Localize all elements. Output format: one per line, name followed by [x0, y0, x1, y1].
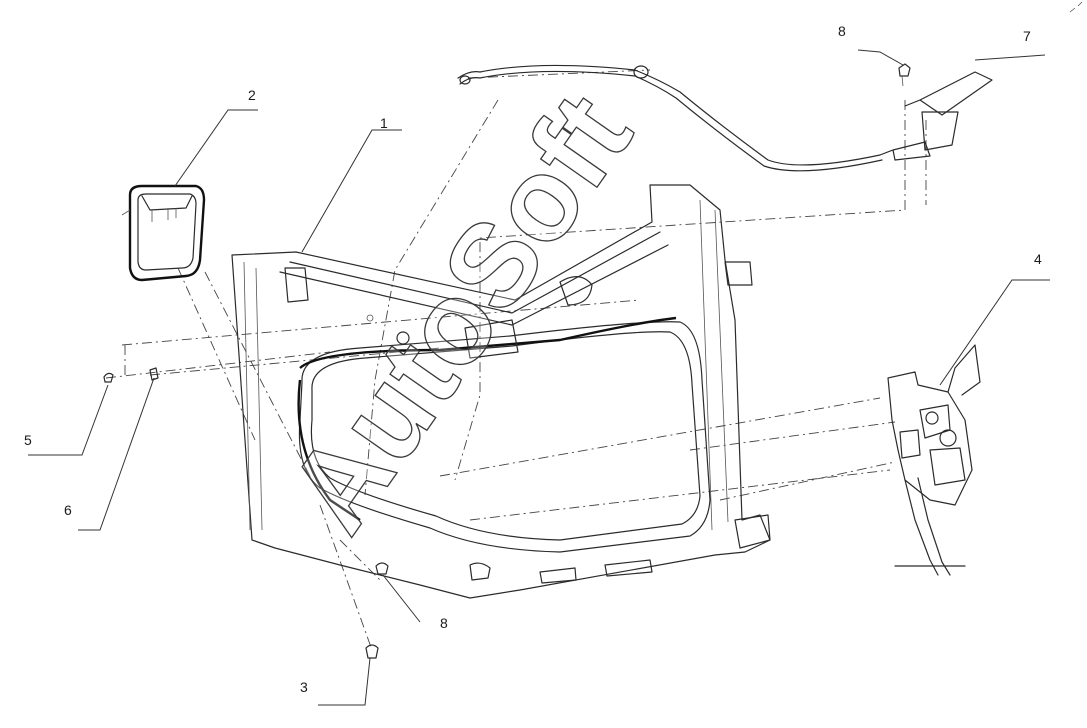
autosoft-watermark: AutoSoft [263, 71, 657, 555]
screw-5 [103, 372, 114, 383]
callout-labels: 1 2 3 4 5 6 7 8 8 [24, 23, 1042, 695]
callout-1: 1 [380, 115, 388, 131]
callout-3: 3 [300, 679, 308, 695]
callout-5: 5 [24, 432, 32, 448]
door-inner-panel [231, 184, 771, 599]
callout-6: 6 [64, 502, 72, 518]
trim-cover-part [121, 184, 206, 282]
bolt-8-top [898, 63, 911, 77]
callout-8-top: 8 [838, 23, 846, 39]
callout-7: 7 [1023, 28, 1031, 44]
leader-lines [28, 49, 1050, 706]
bolt-8-bottom [375, 562, 389, 575]
door-latch-part [887, 344, 981, 576]
fasteners [103, 1, 1083, 659]
callout-4: 4 [1034, 251, 1042, 267]
clip-6 [149, 367, 159, 381]
callout-8-bottom: 8 [440, 615, 448, 631]
handle-and-cable [457, 64, 993, 172]
callout-2: 2 [248, 87, 256, 103]
screw-3 [365, 644, 379, 659]
assembly-lines [105, 69, 927, 651]
